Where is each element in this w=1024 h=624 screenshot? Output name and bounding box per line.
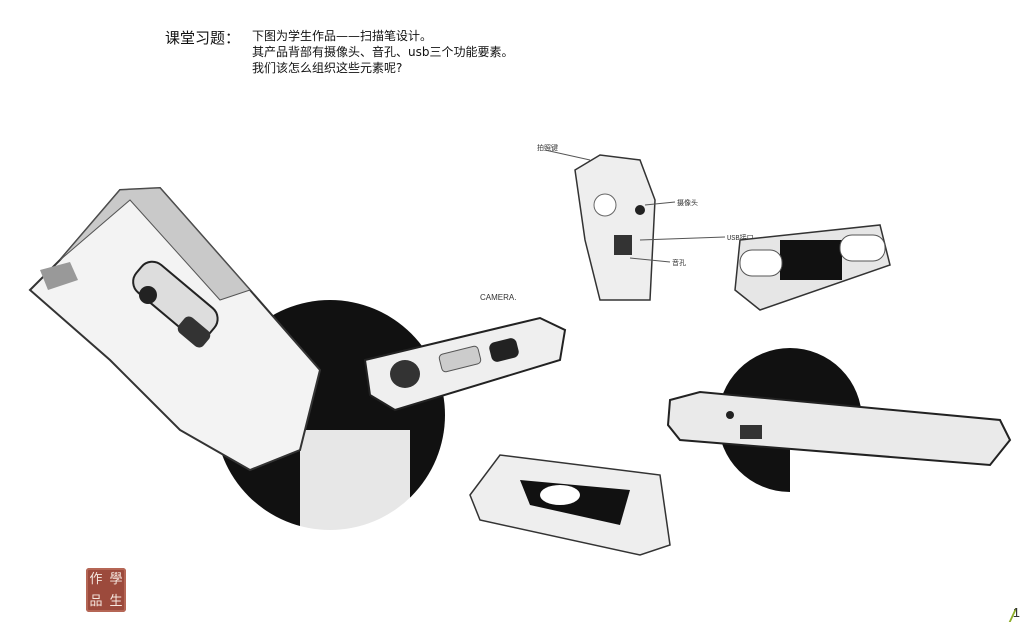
- exercise-label: 课堂习题：: [165, 29, 241, 47]
- exercise-header: 课堂习题： 下图为学生作品——扫描笔设计。 其产品背部有摄像头、音孔、usb三个…: [165, 28, 514, 76]
- flat-pen-sketch: [666, 390, 1012, 467]
- usb-detail-sketch: [734, 224, 891, 311]
- student-work-stamp: 作 學 品 生: [86, 568, 126, 612]
- upright-pen-sketch: 拍照键 摄像头 USB接口 音孔: [537, 143, 754, 301]
- exercise-line-3: 我们该怎么组织这些元素呢?: [252, 61, 403, 75]
- callout-4: 音孔: [672, 258, 686, 268]
- main-pen-sketch: [28, 186, 322, 472]
- page-number: 1: [1012, 605, 1020, 620]
- stamp-char: 生: [109, 593, 123, 609]
- stamp-char: 學: [109, 571, 123, 587]
- exercise-text: 下图为学生作品——扫描笔设计。 其产品背部有摄像头、音孔、usb三个功能要素。 …: [252, 28, 513, 76]
- camera-note: CAMERA.: [480, 293, 516, 302]
- callout-1: 拍照键: [537, 143, 558, 153]
- slot-detail-sketch: [469, 454, 671, 556]
- exercise-line-2: 其产品背部有摄像头、音孔、usb三个功能要素。: [252, 45, 514, 59]
- stamp-char: 品: [89, 593, 103, 609]
- exercise-line-1: 下图为学生作品——扫描笔设计。: [252, 29, 433, 43]
- stamp-char: 作: [89, 571, 103, 587]
- callout-3: USB接口: [727, 233, 754, 243]
- callout-2: 摄像头: [677, 198, 698, 208]
- arm-sketch: [363, 316, 567, 412]
